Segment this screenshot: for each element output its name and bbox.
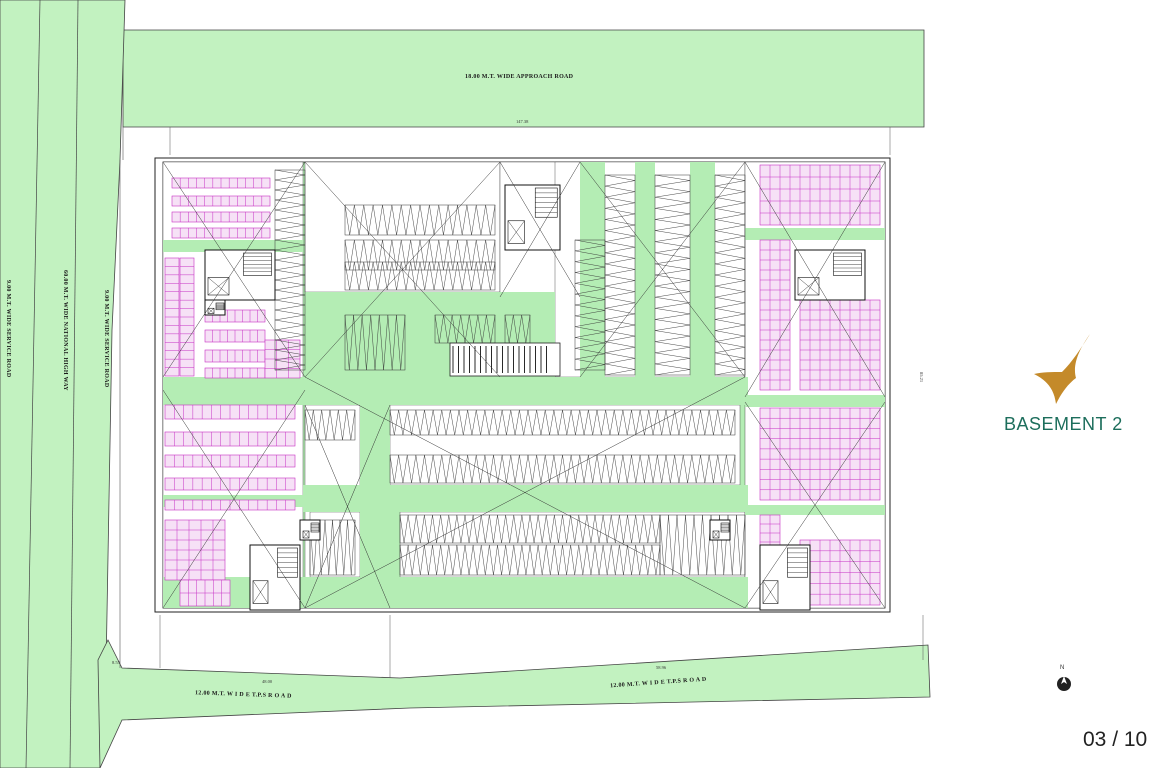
angled-bay-pattern [344,261,496,291]
core-block [204,299,226,316]
service-road-left-label: 9.00 M.T. WIDE SERVICE ROAD [5,280,11,378]
floor-title: BASEMENT 2 [1004,414,1123,434]
bottom-left-dimension-label: 48.00 [262,679,273,684]
lift-cross [207,308,215,314]
service-road-right-label: 9.00 M.T. WIDE SERVICE ROAD [103,290,109,388]
angled-bay-pattern [714,174,746,376]
tps-road [97,639,931,768]
driveway [745,228,885,240]
driveway [360,405,390,577]
core-block [794,249,866,301]
lift-cross [302,530,310,539]
angled-bay-pattern [344,239,496,271]
corner-dimension-label: 8.55 [112,660,120,665]
page-number: 03 / 10 [1083,728,1148,751]
parking-bay-zone [304,161,501,293]
lift-shaft [207,277,230,296]
north-arrow-icon [1057,676,1071,691]
angled-bay-pattern [434,314,496,344]
lift-shaft [207,307,215,314]
core-block [709,519,731,541]
right-dimension-label: 85.21 [919,372,924,383]
structure-diagonals [162,161,886,609]
service-cores [204,184,866,611]
angled-bay-pattern [574,239,606,371]
angled-bay-pattern [504,314,531,344]
core-block [299,519,321,541]
ramp [449,342,561,377]
highway-divider-line [25,0,41,768]
driveway [635,162,655,377]
driveway [745,505,885,515]
national-highway-label: 60.00 M.T. WIDE NATIONAL HIGH WAY [62,270,68,391]
lift-cross [762,580,779,604]
driveway [163,390,303,405]
highway-divider-line [69,0,79,768]
north-label: N [1060,665,1065,671]
lift-shaft [712,530,720,539]
bottom-right-dimension-label: 58.96 [656,665,667,670]
driveway [745,395,885,407]
angled-bay-pattern [309,519,356,576]
lift-shaft [762,580,779,604]
approach-road-label: 18.00 M.T. WIDE APPROACH ROAD [465,74,574,80]
angled-bay-pattern [274,169,306,371]
angled-bay-pattern [604,174,636,376]
lift-shaft [252,580,269,604]
parking-bay-zone [389,404,741,486]
lift-shaft [507,220,525,244]
lift-cross [507,220,525,244]
driveway [690,162,715,377]
lift-cross [207,277,230,296]
angled-bay-pattern [389,409,736,436]
top-dimension-label: 147.38 [516,119,529,124]
angled-bay-pattern [659,514,746,576]
lift-cross [712,530,720,539]
angled-bay-pattern [399,544,661,576]
brand-logo-icon [1034,334,1090,404]
angled-bay-pattern [344,204,496,236]
parking-block [759,239,791,391]
angled-parking-bays [274,169,746,576]
driveway [163,240,303,252]
lift-cross [252,580,269,604]
approach-road [122,29,925,128]
angled-bay-pattern [344,314,406,371]
angled-bay-pattern [654,174,691,376]
magenta-parking-bays [164,164,881,607]
ramp-stripes [452,346,547,373]
lift-shaft [302,530,310,539]
core-block [204,249,276,301]
angled-bay-pattern [304,409,356,441]
